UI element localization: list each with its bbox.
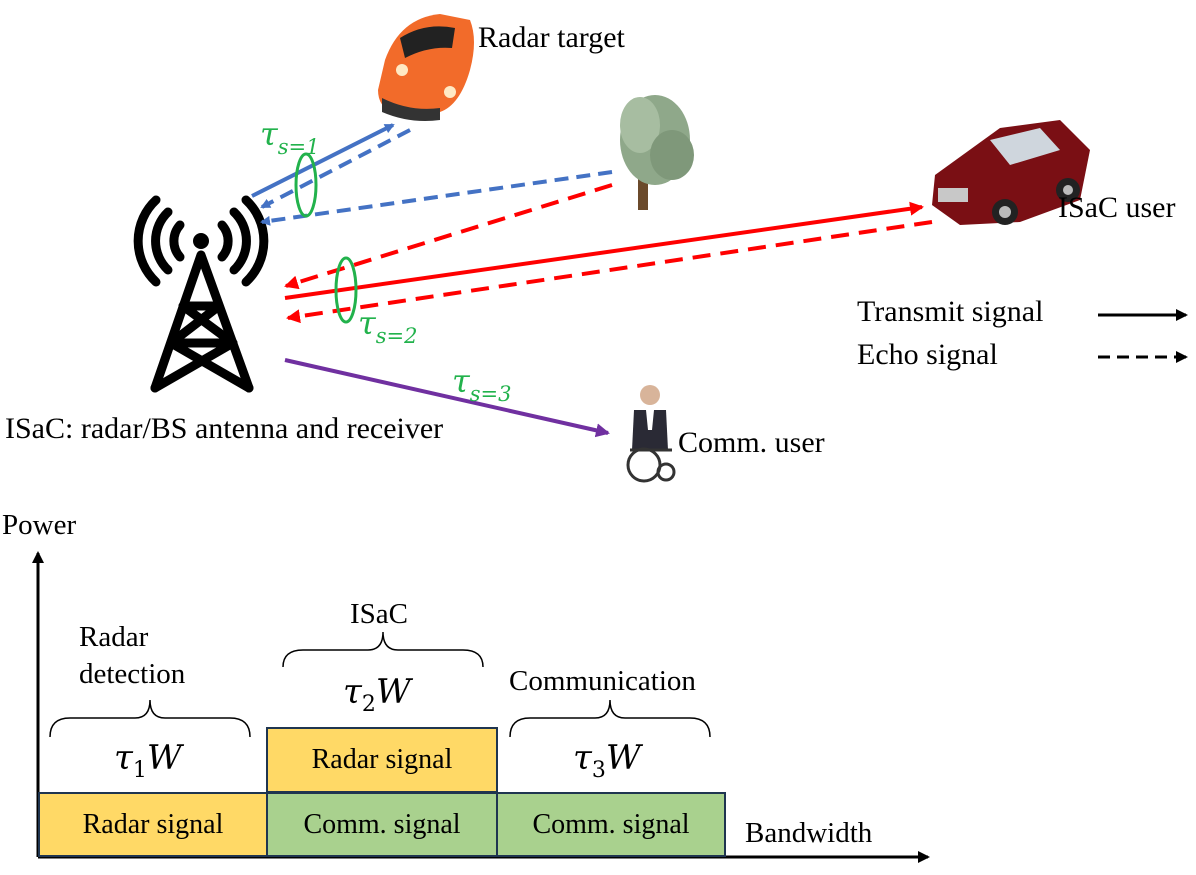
brace-isac	[282, 631, 484, 668]
brace-communication	[509, 699, 711, 738]
isac-echo-arrow	[286, 220, 933, 324]
radar-target-label: Radar target	[478, 21, 625, 54]
group-label-radar-2: detection	[79, 658, 186, 690]
isac-user-label: ISaC user	[1058, 191, 1176, 224]
base-station-tower-icon	[133, 195, 269, 393]
power-axis-label: Power	[2, 509, 77, 541]
bandwidth-axis-label: Bandwidth	[745, 817, 873, 849]
group-label-isac: ISaC	[350, 598, 408, 630]
radar-echo-arrow	[260, 128, 411, 209]
tree-icon	[620, 95, 694, 210]
delay-label-s3: τs=3	[452, 362, 512, 406]
delay-label-s2: τs=2	[358, 304, 418, 348]
group-label-communication: Communication	[509, 665, 696, 697]
radar-signal-block-2: Radar signal	[266, 727, 498, 793]
group-label-radar-1: Radar	[79, 621, 149, 653]
clutter-isac-echo-arrow	[284, 183, 613, 290]
radar-signal-block-1: Radar signal	[38, 792, 268, 857]
isac-user-car-icon	[932, 120, 1090, 225]
isac-user-paths	[284, 183, 933, 324]
radar-target-car-icon	[378, 14, 474, 121]
bs-label: ISaC: radar/BS antenna and receiver	[5, 412, 444, 445]
bandwidth-share-1: τ1W	[114, 738, 182, 783]
legend-transmit-label: Transmit signal	[857, 295, 1044, 328]
legend-echo-label: Echo signal	[857, 338, 998, 371]
radar-target-paths	[251, 123, 613, 226]
comm-user-person-icon	[626, 385, 676, 483]
comm-signal-block-3: Comm. signal	[496, 792, 726, 857]
isac-transmit-arrow	[284, 201, 924, 300]
clutter-echo-arrow	[260, 170, 613, 226]
comm-transmit-arrow	[284, 358, 610, 438]
comm-user-label: Comm. user	[678, 426, 825, 459]
bandwidth-share-3: τ3W	[573, 738, 641, 783]
bandwidth-share-2: τ2W	[343, 672, 411, 717]
comm-signal-block-2: Comm. signal	[266, 792, 498, 857]
delay-label-s1: τs=1	[260, 115, 320, 159]
brace-radar-detection	[49, 699, 251, 738]
delay-marker-s1	[294, 152, 318, 218]
radar-transmit-arrow	[251, 123, 395, 198]
delay-marker-s2	[334, 256, 358, 324]
